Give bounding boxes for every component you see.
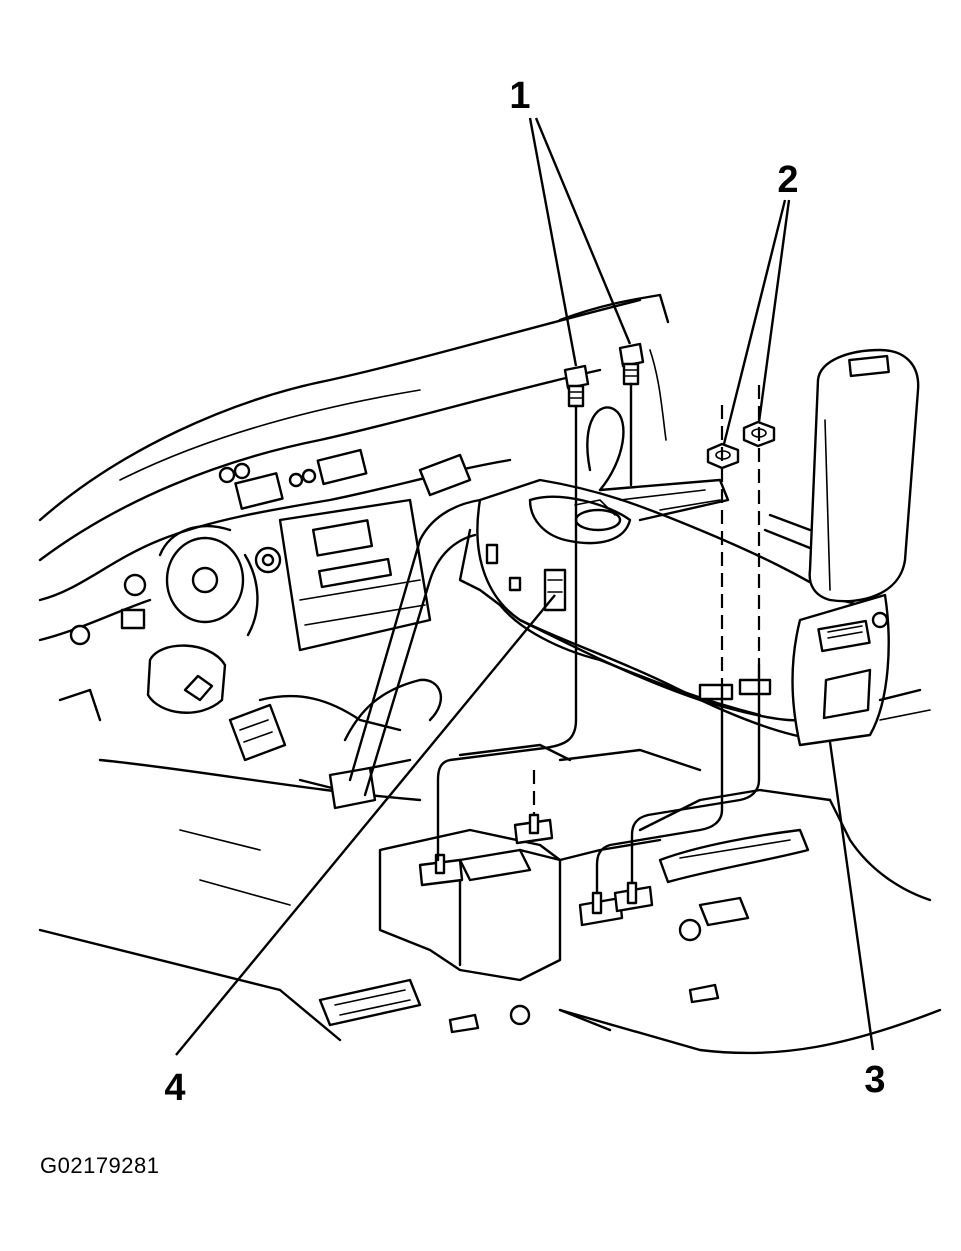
console-bolts xyxy=(563,342,645,652)
leader-lines xyxy=(175,117,875,1056)
callout-3: 3 xyxy=(864,1059,885,1101)
callout-4: 4 xyxy=(164,1067,185,1109)
console-assembly xyxy=(458,348,920,747)
console-nuts xyxy=(706,385,776,685)
leader-1a xyxy=(528,117,578,367)
leader-3 xyxy=(828,741,875,1051)
floor-pan xyxy=(38,498,942,1055)
figure-id: G02179281 xyxy=(40,1153,160,1178)
callout-2: 2 xyxy=(777,159,798,201)
bolt-right xyxy=(618,342,645,386)
callout-labels: 1 2 3 4 xyxy=(164,75,885,1109)
leader-2a xyxy=(722,199,787,445)
leader-2b xyxy=(757,199,791,423)
instrument-panel xyxy=(38,293,670,802)
leader-1b xyxy=(534,117,632,345)
bolt-left xyxy=(563,364,590,408)
leader-4 xyxy=(175,594,556,1056)
callout-1: 1 xyxy=(509,75,530,117)
